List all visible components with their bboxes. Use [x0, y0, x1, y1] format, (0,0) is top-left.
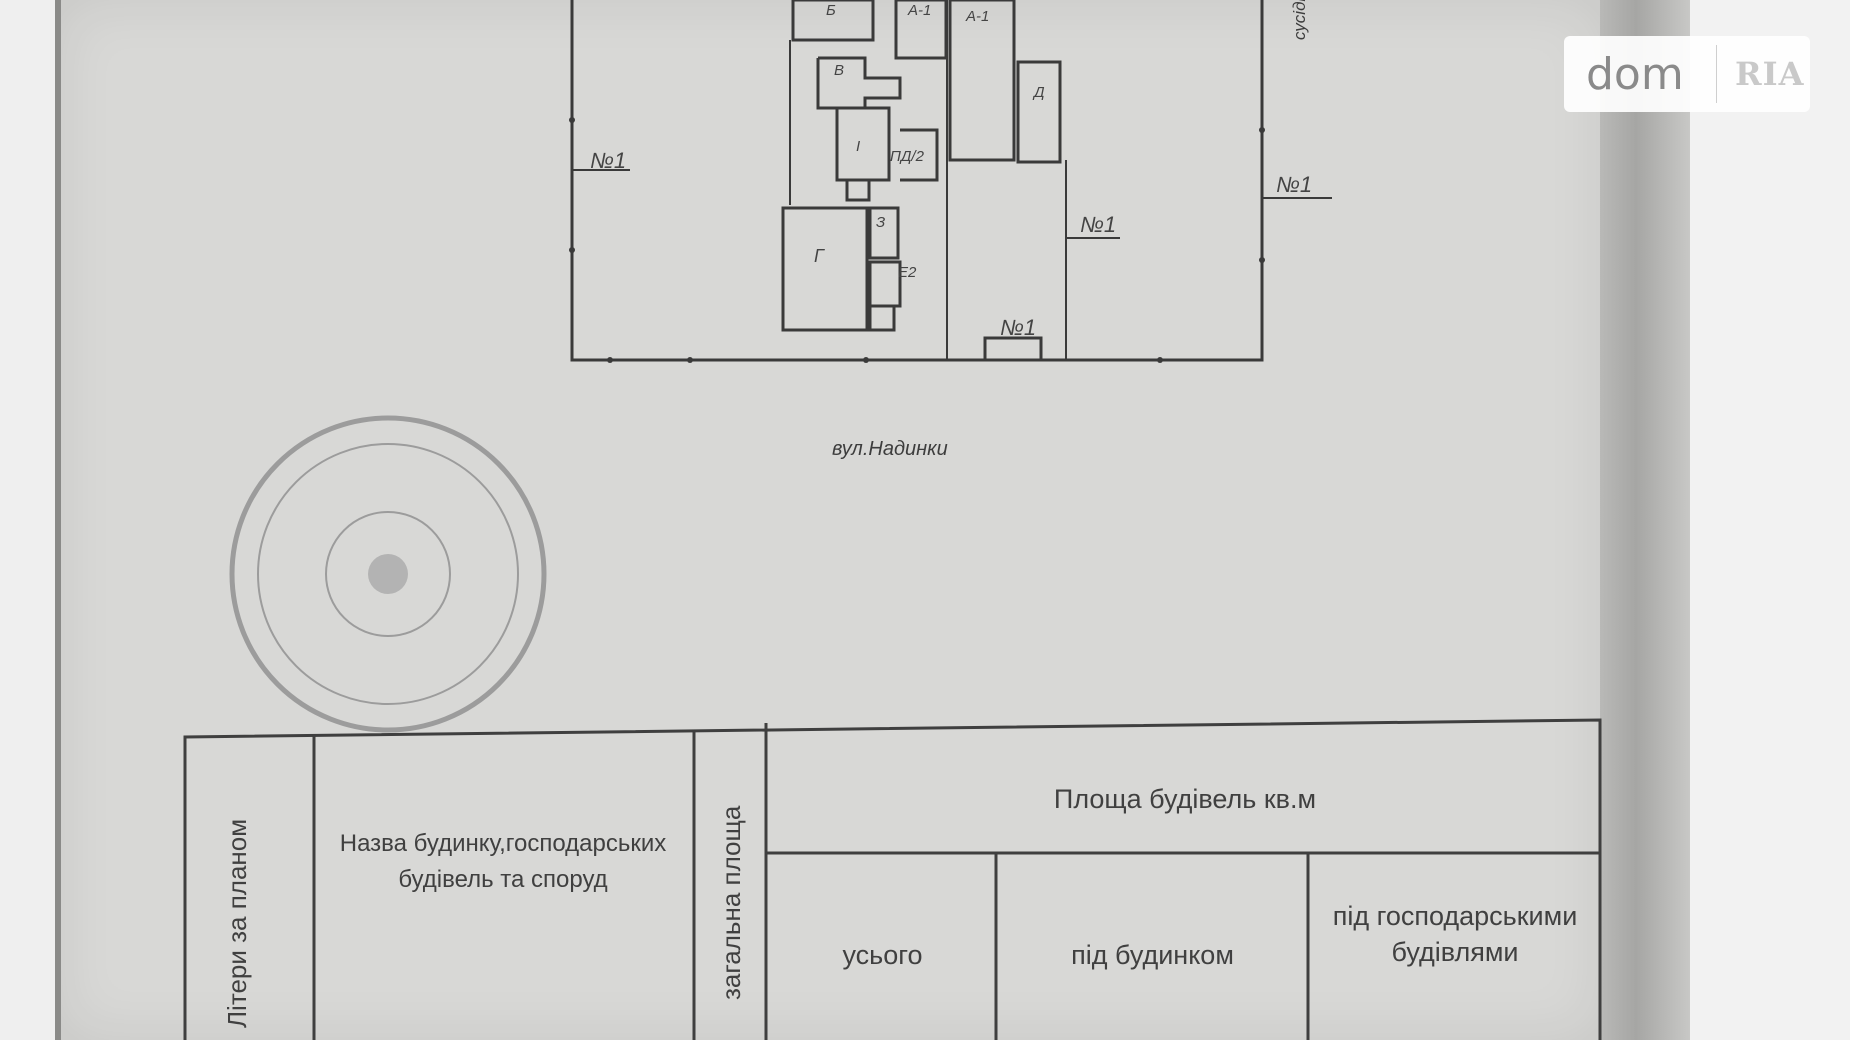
building-label-a1: А-1	[966, 8, 990, 25]
building-label-pd: ПД/2	[890, 148, 924, 165]
lot-boundary	[570, 0, 1264, 362]
building-b	[791, 0, 875, 42]
col-header-under-house: під будинком	[1071, 940, 1234, 970]
building-v	[816, 56, 902, 110]
official-stamp	[229, 415, 547, 733]
building-a1-small	[894, 0, 948, 60]
col-header-all: усього	[842, 940, 923, 970]
building-label-v: В	[834, 62, 845, 79]
domria-watermark: dom RIA	[1564, 36, 1810, 112]
lot-label-right-inner: №1	[1080, 212, 1117, 237]
watermark-dom: dom	[1586, 48, 1684, 100]
building-label-z: З	[876, 214, 886, 231]
background-margin	[1690, 0, 1850, 1040]
col-header-total-area: загальна площа	[716, 805, 746, 1000]
building-a1	[948, 0, 1016, 162]
col-header-name: Назва будинку,господарських будівель та …	[339, 830, 667, 893]
building-core	[835, 106, 891, 182]
lot-label-left: №1	[590, 148, 627, 173]
col-header-letters: Літери за планом	[222, 818, 252, 1028]
building-label-a1-small: А-1	[908, 2, 932, 19]
col-header-under-farm-buildings: під господарськими будівлями	[1332, 901, 1578, 967]
building-bottom	[983, 336, 1043, 362]
sheet-left-edge	[55, 0, 61, 1040]
lot-label-right-outer: №1	[1276, 172, 1313, 197]
street-name: вул.Надинки	[832, 438, 948, 460]
building-z	[868, 206, 900, 260]
building-d	[1016, 60, 1062, 164]
building-label-d: Д	[1034, 84, 1045, 101]
building-label-i: І	[856, 138, 861, 155]
watermark-divider	[1716, 45, 1717, 103]
col-group-area-title: Площа будівель кв.м	[1053, 784, 1317, 814]
sheet-right-shadow	[1600, 0, 1690, 1040]
building-label-e2: Е2	[898, 264, 917, 281]
building-label-b: Б	[826, 2, 836, 19]
neighbor-label: сусідню	[1290, 0, 1309, 40]
building-label-g: Г	[814, 246, 824, 266]
lot-label-bottom: №1	[1000, 315, 1037, 340]
table-frame	[183, 718, 1602, 1040]
building-g	[781, 206, 869, 332]
watermark-ria: RIA	[1735, 55, 1805, 93]
